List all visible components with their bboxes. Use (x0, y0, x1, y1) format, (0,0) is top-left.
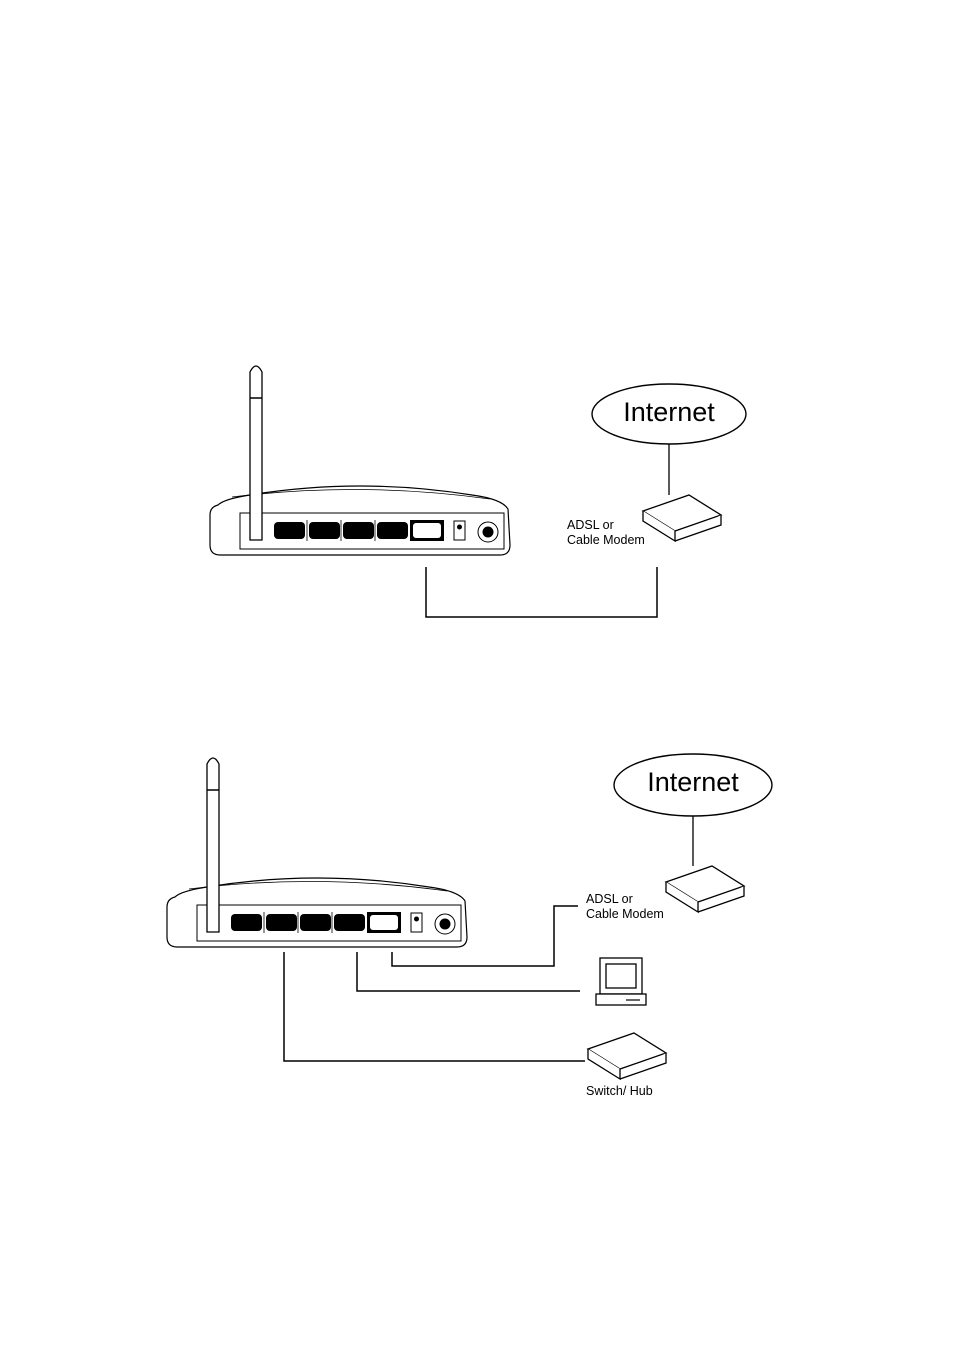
diagram-2 (167, 754, 772, 1079)
wan-cable-1 (426, 567, 657, 617)
switch-hub (588, 1033, 666, 1079)
modem-label-2-line2: Cable Modem (586, 907, 664, 922)
modem-label-1-line2: Cable Modem (567, 533, 645, 548)
router-2-antenna (207, 758, 219, 932)
modem-2 (666, 866, 744, 912)
lan-cable-switch (284, 952, 585, 1061)
internet-label-2: Internet (623, 767, 763, 797)
modem-label-2-line1: ADSL or (586, 892, 633, 907)
modem-1 (643, 495, 721, 541)
modem-label-1-line1: ADSL or (567, 518, 614, 533)
switch-hub-label: Switch/ Hub (586, 1084, 653, 1099)
computer-icon (596, 958, 646, 1005)
lan-cable-computer (357, 952, 580, 991)
router-1-antenna (250, 366, 262, 540)
internet-label-1: Internet (599, 397, 739, 427)
